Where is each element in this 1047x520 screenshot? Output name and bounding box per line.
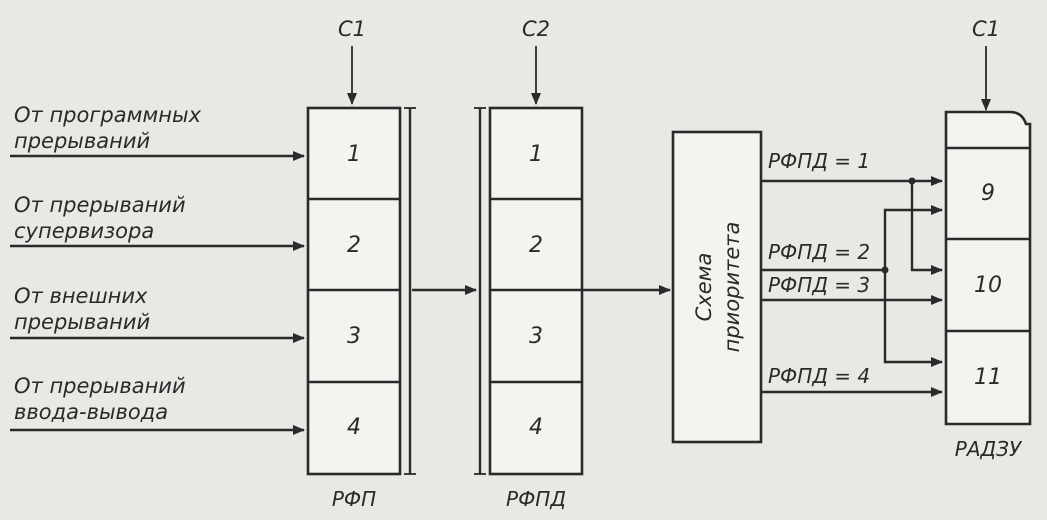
radzu-cell-9: 9 bbox=[981, 181, 995, 206]
output-branch-2-to-11 bbox=[883, 270, 943, 367]
rfpd-cell-3: 3 bbox=[529, 324, 543, 349]
input-label-1-line2: прерываний bbox=[14, 129, 150, 153]
input-label-3-line1: От внешних bbox=[14, 284, 148, 308]
radzu-register: 9 10 11 bbox=[944, 110, 1032, 426]
input-label-2-line2: супервизора bbox=[14, 219, 154, 243]
output-wiring bbox=[761, 176, 943, 397]
rfp-register: 1 2 3 4 bbox=[306, 106, 402, 476]
input-label-1-line1: От программных bbox=[14, 103, 202, 127]
output-branch-2-to-9 bbox=[883, 205, 943, 270]
rfpd-register: 1 2 3 4 bbox=[488, 106, 584, 476]
output-label-1: РФПД = 1 bbox=[768, 149, 870, 173]
input-label-2-line1: От прерываний bbox=[14, 193, 186, 217]
input-label-4-line2: ввода-вывода bbox=[14, 400, 168, 424]
radzu-name: РАДЗУ bbox=[955, 437, 1023, 461]
radzu-cell-10: 10 bbox=[974, 273, 1002, 298]
rfpd-name: РФПД bbox=[506, 487, 566, 511]
rfp-cell-2: 2 bbox=[347, 233, 361, 258]
radzu-cell-11: 11 bbox=[974, 365, 1002, 390]
rfpd-cell-1: 1 bbox=[529, 142, 543, 167]
radzu-outline bbox=[944, 110, 1032, 426]
priority-label-line2: приоритета bbox=[720, 222, 744, 353]
rfpd-cell-4: 4 bbox=[529, 415, 543, 440]
rfp-name: РФП bbox=[332, 487, 376, 511]
rfpd-cell-2: 2 bbox=[529, 233, 543, 258]
output-branch-1-to-10 bbox=[910, 181, 943, 275]
output-label-2: РФПД = 2 bbox=[768, 240, 870, 264]
input-label-3-line2: прерываний bbox=[14, 310, 150, 334]
priority-scheme-label: Схема приоритета bbox=[692, 222, 744, 353]
output-label-3: РФПД = 3 bbox=[768, 273, 870, 297]
clock-label-radzu: С1 bbox=[972, 17, 1000, 41]
rfp-cell-3: 3 bbox=[347, 324, 361, 349]
input-label-4-line1: От прерываний bbox=[14, 374, 186, 398]
rfp-cell-1: 1 bbox=[347, 142, 361, 167]
priority-label-line1: Схема bbox=[692, 253, 716, 322]
clock-label-rfpd: С2 bbox=[522, 17, 550, 41]
output-label-4: РФПД = 4 bbox=[768, 364, 870, 388]
rfp-cell-4: 4 bbox=[347, 415, 361, 440]
priority-scheme-box bbox=[671, 130, 763, 444]
clock-label-rfp: С1 bbox=[338, 17, 366, 41]
